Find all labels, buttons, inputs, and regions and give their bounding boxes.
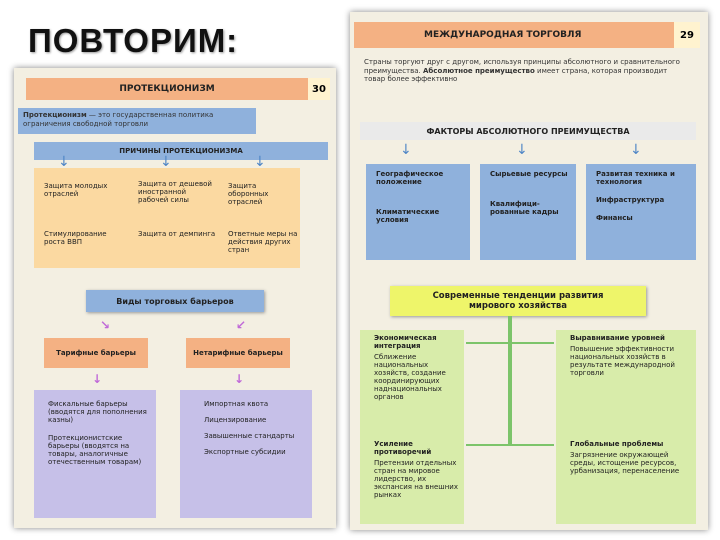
arrow-down-icon: ↙ [236,318,247,332]
intro-text: Страны торгуют друг с другом, используя … [364,58,684,84]
nontariff-item: Импортная квота [204,400,269,408]
definition-term: Протекционизм [23,111,87,119]
cause-item: Защита оборонных отраслей [228,182,269,206]
trend-connector [466,342,510,344]
factor-item: Развитая техника и технология [596,170,675,186]
trend-box-global: Глобальные проблемы Загрязнение окружающ… [556,436,696,524]
trend-text: Сближение национальных хозяйств, создани… [374,353,446,401]
trend-connector [508,316,512,446]
factor-item: Финансы [596,214,633,222]
nontariff-item: Лицензирование [204,416,267,424]
trend-box-integration: Экономическая интеграция Сближение нацио… [360,330,464,436]
trend-connector [510,342,554,344]
trend-title: Глобальные проблемы [570,440,664,448]
arrow-down-icon: ↓ [58,154,70,170]
factor-col-3: Развитая техника и технология Инфраструк… [586,164,696,260]
arrow-down-icon: ↓ [630,142,642,158]
cause-item: Ответные меры на действия других стран [228,230,298,254]
left-page: ПРОТЕКЦИОНИЗМ 30 Протекционизм — это гос… [14,68,336,528]
right-page-header: МЕЖДУНАРОДНАЯ ТОРГОВЛЯ [354,22,674,48]
arrow-down-icon: ↓ [516,142,528,158]
trends-title: Современные тенденции развития мирового … [390,286,646,316]
trend-text: Повышение эффективности национальных хоз… [570,345,675,377]
factor-item: Квалифици-рованные кадры [490,200,559,216]
cause-item: Стимулирование роста ВВП [44,230,107,246]
factors-title: ФАКТОРЫ АБСОЛЮТНОГО ПРЕИМУЩЕСТВА [360,122,696,140]
cause-item: Защита молодых отраслей [44,182,108,198]
nontariff-label: Нетарифные барьеры [186,338,290,368]
factor-col-1: Географическое положение Климатические у… [366,164,470,260]
cause-item: Защита от дешевой иностранной рабочей си… [138,180,212,204]
left-page-header: ПРОТЕКЦИОНИЗМ [26,78,308,100]
factor-item: Инфраструктура [596,196,665,204]
trend-box-leveling: Выравнивание уровней Повышение эффективн… [556,330,696,436]
slide-title: ПОВТОРИМ: [28,22,239,59]
arrow-down-icon: ↓ [160,154,172,170]
abs-text: имеет страна, которая производит товар б… [364,66,668,84]
tariff-panel: Фискальные барьеры (вводятся для пополне… [34,390,156,518]
arrow-down-icon: ↓ [400,142,412,158]
nontariff-item: Экспортные субсидии [204,448,286,456]
factor-col-2: Сырьевые ресурсы Квалифици-рованные кадр… [480,164,576,260]
cause-item: Защита от демпинга [138,230,216,238]
definition-box: Протекционизм — это государственная поли… [18,108,256,134]
trend-box-contradictions: Усиление противоречий Претензии отдельны… [360,436,464,524]
abs-term: Абсолютное преимущество [423,66,535,75]
trend-title: Выравнивание уровней [570,334,665,342]
right-page: МЕЖДУНАРОДНАЯ ТОРГОВЛЯ 29 Страны торгуют… [350,12,708,530]
trend-text: Загрязнение окружающей среды, истощение … [570,451,680,475]
trend-connector [510,444,554,446]
factor-item: Климатические условия [376,208,440,224]
definition-text: — это государственная политика ограничен… [23,111,214,128]
trend-title: Усиление противоречий [374,440,432,456]
nontariff-item: Завышенные стандарты [204,432,295,440]
arrow-down-icon: ↓ [254,154,266,170]
trend-connector [466,444,510,446]
intro-sentence: Страны торгуют друг с другом, используя … [364,58,680,75]
tariff-label: Тарифные барьеры [44,338,148,368]
nontariff-panel: Импортная квота Лицензирование Завышенны… [180,390,312,518]
right-page-number: 29 [674,22,700,48]
causes-title: ПРИЧИНЫ ПРОТЕКЦИОНИЗМА [34,142,328,160]
arrow-down-icon: ↘ [100,318,111,332]
trend-title: Экономическая интеграция [374,334,437,350]
arrow-down-icon: ↓ [234,372,245,386]
tariff-item: Протекционистские барьеры (вводятся на т… [48,434,142,466]
tariff-item: Фискальные барьеры (вводятся для пополне… [48,400,147,424]
barriers-title: Виды торговых барьеров [86,290,264,312]
arrow-down-icon: ↓ [92,372,103,386]
trend-text: Претензии отдельных стран на мировое лид… [374,459,458,499]
causes-arrows: ↓ ↓ ↓ [34,154,300,170]
causes-panel: Защита молодых отраслей Защита от дешево… [34,168,300,268]
factor-item: Сырьевые ресурсы [490,170,568,178]
factor-item: Географическое положение [376,170,444,186]
left-page-number: 30 [308,78,330,100]
